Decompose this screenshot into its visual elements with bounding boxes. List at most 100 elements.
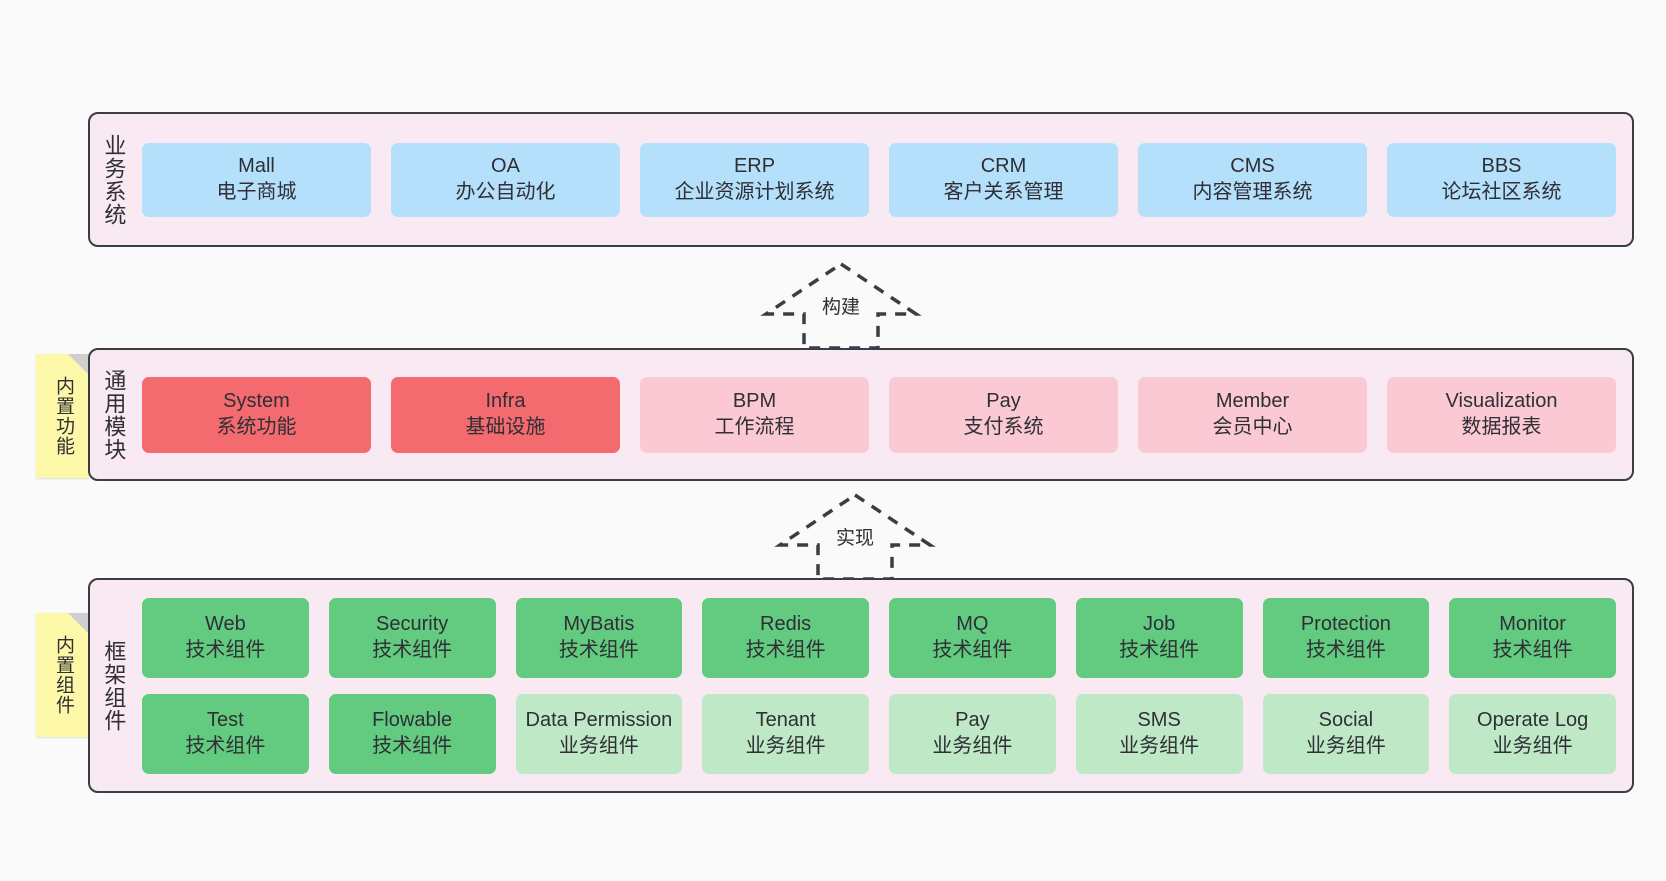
node-title-en: Pay [986, 389, 1021, 412]
note-builtin-components: 内置组件 [36, 613, 90, 737]
node-title-cn: 业务组件 [1119, 734, 1200, 757]
node-title-cn: 业务组件 [745, 734, 826, 757]
node-title-en: ERP [733, 154, 776, 177]
node-title-cn: 技术组件 [932, 638, 1013, 661]
node-social[interactable]: Social 业务组件 [1262, 693, 1430, 774]
node-member[interactable]: Member 会员中心 [1138, 376, 1367, 453]
node-title-cn: 系统功能 [216, 415, 297, 438]
node-infra[interactable]: Infra 基础设施 [391, 376, 620, 453]
node-title-cn: 技术组件 [745, 638, 826, 661]
node-title-cn: 客户关系管理 [943, 180, 1064, 203]
node-title-en: Member [1215, 389, 1290, 412]
note-builtin-functions-label: 内置功能 [53, 376, 75, 456]
node-title-cn: 支付系统 [963, 415, 1044, 438]
node-bbs[interactable]: BBS 论坛社区系统 [1387, 142, 1616, 217]
node-title-en: Protection [1300, 612, 1391, 635]
arrow-build: 构建 [756, 258, 926, 350]
node-security[interactable]: Security 技术组件 [328, 597, 496, 678]
arrow-implement-label: 实现 [835, 528, 874, 549]
arrow-implement: 实现 [770, 489, 940, 581]
node-title-cn: 内容管理系统 [1192, 180, 1313, 203]
node-title-en: Operate Log [1477, 708, 1589, 731]
node-title-en: Visualization [1445, 389, 1558, 412]
node-protection[interactable]: Protection 技术组件 [1262, 597, 1430, 678]
node-title-en: Monitor [1499, 612, 1566, 635]
node-title-cn: 技术组件 [1305, 638, 1386, 661]
layer-business-system-title: 业务系统 [101, 133, 127, 226]
node-sms[interactable]: SMS 业务组件 [1075, 693, 1243, 774]
node-title-cn: 企业资源计划系统 [674, 180, 835, 203]
node-web[interactable]: Web 技术组件 [142, 597, 309, 678]
node-title-en: SMS [1137, 708, 1181, 731]
node-title-en: Flowable [372, 708, 453, 731]
node-title-en: Test [207, 708, 244, 731]
node-title-cn: 论坛社区系统 [1441, 180, 1562, 203]
node-tenant[interactable]: Tenant 业务组件 [702, 693, 869, 774]
node-title-en: Mall [238, 154, 275, 177]
node-title-cn: 基础设施 [465, 415, 546, 438]
node-title-en: BBS [1481, 154, 1522, 177]
arrow-build-label: 构建 [821, 297, 860, 318]
node-monitor[interactable]: Monitor 技术组件 [1449, 597, 1616, 678]
node-title-cn: 技术组件 [185, 734, 266, 757]
node-title-cn: 工作流程 [714, 415, 795, 438]
node-title-cn: 会员中心 [1212, 415, 1293, 438]
node-title-en: Job [1143, 612, 1176, 635]
node-redis[interactable]: Redis 技术组件 [702, 597, 869, 678]
node-title-en: Web [204, 612, 246, 635]
node-flowable[interactable]: Flowable 技术组件 [328, 693, 496, 774]
note-builtin-functions: 内置功能 [36, 354, 90, 478]
node-title-en: System [223, 389, 290, 412]
node-title-en: Infra [485, 389, 526, 412]
node-job[interactable]: Job 技术组件 [1075, 597, 1243, 678]
node-title-cn: 技术组件 [372, 638, 453, 661]
node-erp[interactable]: ERP 企业资源计划系统 [640, 142, 869, 217]
note-builtin-components-label: 内置组件 [53, 635, 75, 715]
node-title-en: Social [1318, 708, 1374, 731]
node-title-cn: 技术组件 [1492, 638, 1573, 661]
node-title-en: CMS [1230, 154, 1275, 177]
node-crm[interactable]: CRM 客户关系管理 [889, 142, 1118, 217]
node-title-cn: 业务组件 [932, 734, 1013, 757]
note-fold-corner-icon [68, 613, 90, 635]
node-title-en: Security [376, 612, 449, 635]
node-title-cn: 技术组件 [558, 638, 639, 661]
node-title-en: Redis [760, 612, 812, 635]
node-test[interactable]: Test 技术组件 [142, 693, 309, 774]
node-title-cn: 技术组件 [185, 638, 266, 661]
node-title-cn: 技术组件 [1119, 638, 1200, 661]
node-title-en: Tenant [755, 708, 816, 731]
node-cms[interactable]: CMS 内容管理系统 [1138, 142, 1367, 217]
node-mybatis[interactable]: MyBatis 技术组件 [515, 597, 683, 678]
note-fold-corner-icon [68, 354, 90, 376]
node-system[interactable]: System 系统功能 [142, 376, 371, 453]
node-pay[interactable]: Pay 支付系统 [889, 376, 1118, 453]
node-title-en: MQ [956, 612, 989, 635]
node-mq[interactable]: MQ 技术组件 [889, 597, 1056, 678]
node-title-cn: 业务组件 [1305, 734, 1386, 757]
node-title-en: MyBatis [563, 612, 635, 635]
node-title-cn: 业务组件 [558, 734, 639, 757]
node-title-en: CRM [980, 154, 1027, 177]
node-title-cn: 技术组件 [372, 734, 453, 757]
node-title-en: OA [491, 154, 520, 177]
layer-common-modules-title: 通用模块 [101, 368, 127, 461]
